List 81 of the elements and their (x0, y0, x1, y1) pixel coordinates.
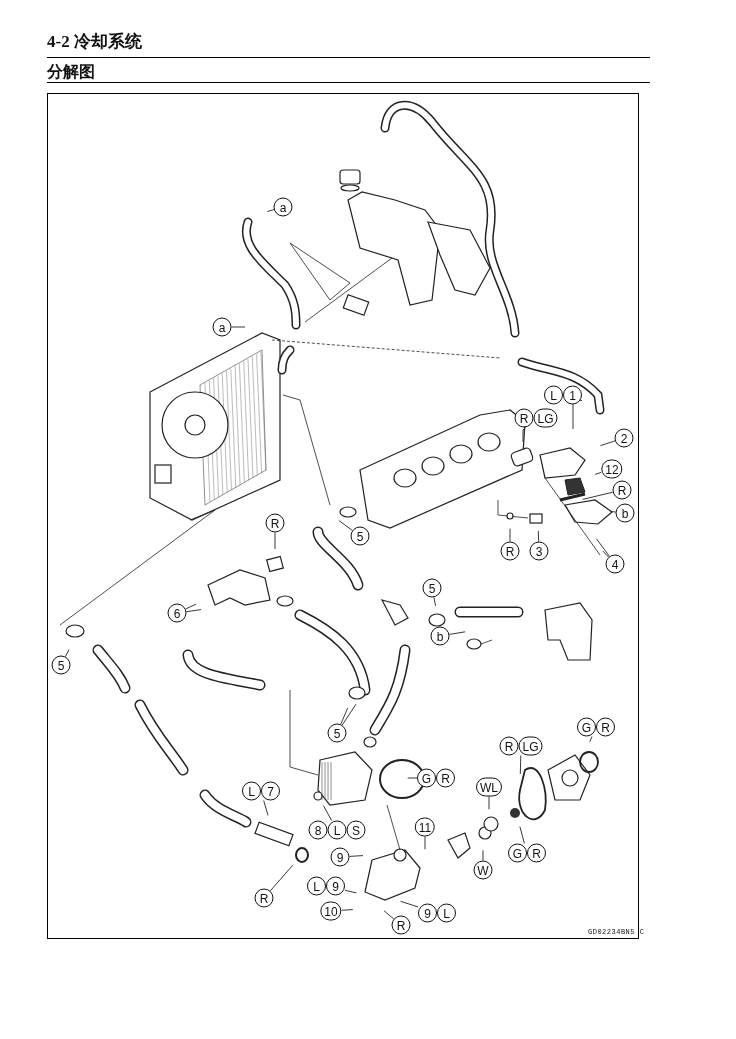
callout-marker: G (508, 843, 527, 863)
callout-marker: L (242, 781, 261, 801)
leader-line (488, 796, 490, 810)
callout-marker: R (527, 843, 546, 863)
leader-line (340, 707, 349, 725)
leader-line (64, 649, 70, 658)
leader-line (509, 528, 511, 542)
callout-marker: L (437, 903, 456, 923)
leader-line (600, 440, 616, 447)
callout-marker: R (391, 915, 411, 935)
callout-marker: R (612, 480, 632, 500)
leader-line (519, 826, 525, 844)
callout-marker: 6 (167, 603, 187, 623)
leader-line (407, 777, 418, 779)
leader-line (274, 532, 276, 550)
callout-marker: 7 (261, 781, 280, 801)
leader-line (519, 755, 522, 775)
leader-line (424, 836, 426, 850)
callout-marker: R (500, 541, 520, 561)
leader-line (231, 326, 246, 328)
leader-line (185, 603, 197, 610)
callout-marker: 5 (327, 723, 347, 743)
callout-marker: LG (533, 408, 558, 428)
callout-marker: R (436, 768, 455, 788)
leader-line (269, 864, 294, 892)
leader-line (400, 900, 419, 908)
callout-marker: 1 (563, 385, 582, 405)
leader-line (433, 596, 437, 607)
leader-line (609, 511, 617, 513)
callout-marker: 5 (350, 526, 370, 546)
callout-marker: LG (518, 736, 543, 756)
callout-marker: R (254, 888, 274, 908)
leader-line (322, 805, 333, 821)
callout-marker: WL (476, 777, 502, 797)
callout-marker: 4 (605, 554, 625, 574)
callout-marker: b (430, 626, 450, 646)
leader-line (582, 491, 614, 500)
callout-marker: R (499, 736, 519, 756)
leader-line (448, 631, 466, 635)
callout-marker: 3 (529, 541, 549, 561)
leader-line (344, 889, 357, 894)
leader-line (522, 427, 527, 443)
callout-marker: 5 (422, 578, 442, 598)
callout-marker: a (273, 197, 293, 217)
callout-marker: G (577, 717, 596, 737)
callout-marker: 9 (330, 847, 350, 867)
callout-marker: L (307, 876, 326, 896)
callout-marker: a (212, 317, 232, 337)
callout-marker: b (615, 503, 635, 523)
leader-line (602, 550, 609, 558)
callout-marker: G (417, 768, 436, 788)
callout-marker: R (514, 408, 534, 428)
leader-line (341, 703, 357, 726)
callout-marker: 12 (601, 459, 623, 479)
leader-line (482, 849, 484, 861)
leader-line (594, 471, 602, 475)
leader-line (338, 520, 353, 531)
leader-line (537, 530, 540, 542)
callout-marker: L (544, 385, 563, 405)
leader-line (185, 609, 202, 613)
leader-line (263, 800, 269, 816)
page-title: 4-2 冷却系统 (47, 31, 142, 53)
leader-line (341, 909, 354, 911)
callout-marker: 11 (414, 817, 436, 837)
callout-marker: L (327, 820, 347, 840)
callout-marker: 10 (320, 901, 342, 921)
leader-line (349, 855, 364, 857)
section-heading: 分解图 (47, 62, 95, 82)
callout-marker: W (473, 860, 493, 880)
callout-marker: 2 (614, 428, 634, 448)
leader-line (383, 910, 395, 920)
callout-marker: 9 (326, 876, 345, 896)
callout-marker: R (596, 717, 615, 737)
leader-line (266, 209, 275, 212)
callout-marker: R (265, 513, 285, 533)
leader-line (589, 736, 593, 743)
leader-line (596, 538, 610, 557)
callout-marker: 5 (51, 655, 71, 675)
callout-marker: 8 (308, 820, 328, 840)
callout-marker: S (346, 820, 366, 840)
callout-marker: 9 (418, 903, 437, 923)
